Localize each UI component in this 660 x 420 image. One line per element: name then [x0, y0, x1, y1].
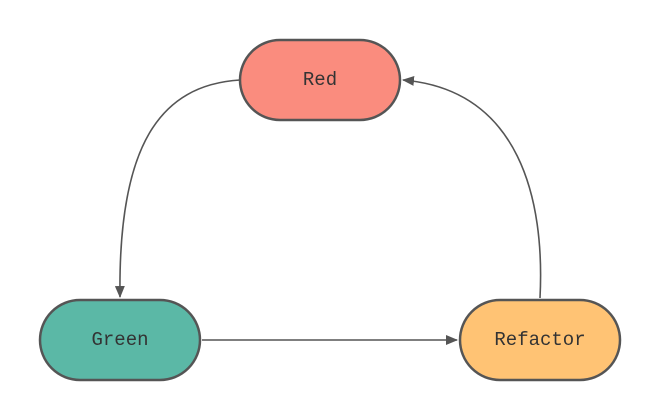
node-green-box [38, 298, 202, 382]
node-red-box [238, 38, 402, 122]
node-refactor: Refactor [458, 298, 622, 382]
node-refactor-box [458, 298, 622, 382]
node-refactor-label: Refactor [494, 329, 585, 351]
node-green: Green [38, 298, 202, 382]
edge-red-to-green [114, 79, 241, 298]
node-green-label: Green [91, 329, 148, 351]
edge-refactor-to-red [402, 75, 542, 299]
node-red: Red [238, 38, 402, 122]
node-red-label: Red [303, 69, 337, 91]
